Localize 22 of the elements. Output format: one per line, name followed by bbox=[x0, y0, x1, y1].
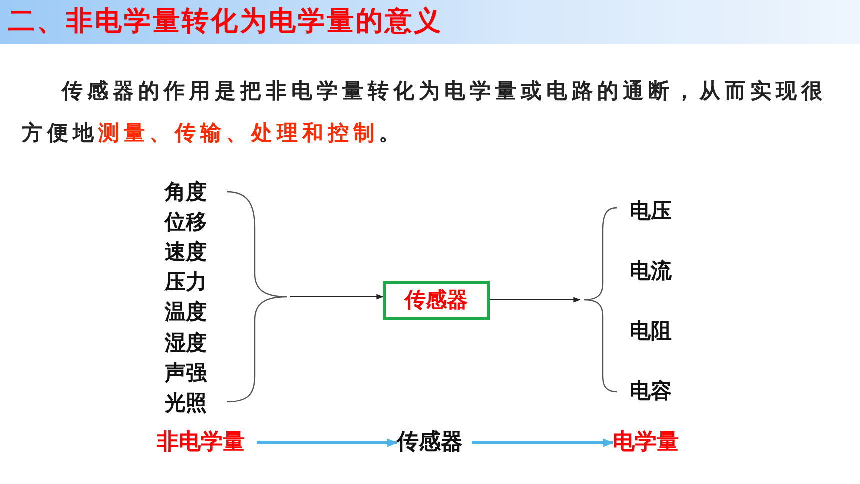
quantity-label: 速度 bbox=[165, 239, 207, 266]
paragraph: 传感器的作用是把非电学量转化为电学量或电路的通断，从而实现很方便地测量、传输、处理和控制。 bbox=[22, 78, 828, 147]
flow-word: 电学量 bbox=[613, 428, 688, 458]
flow-word: 非电学量 bbox=[157, 428, 257, 458]
arrow bbox=[472, 438, 614, 448]
quantity-label: 光照 bbox=[165, 390, 207, 416]
quantity-label: 角度 bbox=[165, 179, 207, 205]
quantity-label: 电压 bbox=[630, 198, 672, 224]
arrow bbox=[257, 438, 398, 448]
quantity-label: 电阻 bbox=[630, 318, 672, 344]
quantity-label: 湿度 bbox=[165, 330, 207, 356]
arrow bbox=[490, 297, 581, 303]
quantity-label: 声强 bbox=[165, 360, 207, 386]
quantity-label: 电流 bbox=[630, 258, 672, 284]
sensor-box: 传感器 bbox=[383, 281, 490, 320]
flow-word: 传感器 bbox=[397, 428, 472, 458]
quantity-label: 温度 bbox=[165, 299, 207, 326]
quantity-label: 压力 bbox=[165, 269, 207, 296]
title: 二、非电学量转化为电学量的意义 bbox=[8, 6, 443, 38]
quantity-label: 电容 bbox=[630, 378, 672, 404]
quantity-label: 位移 bbox=[165, 209, 207, 236]
arrow bbox=[290, 294, 384, 300]
